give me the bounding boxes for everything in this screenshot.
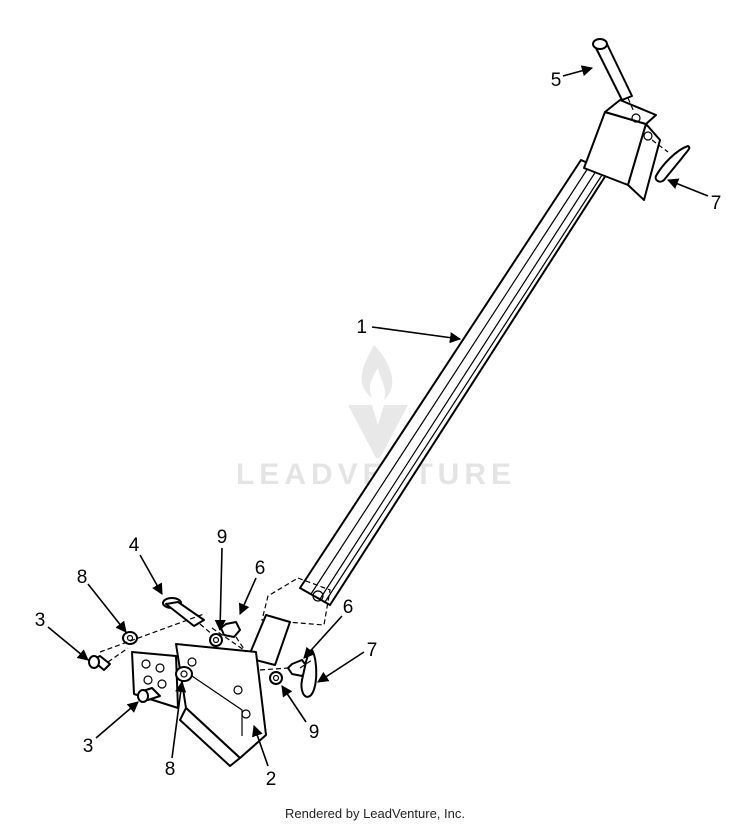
leader-lines <box>47 65 709 767</box>
callout-7-upper: 7 <box>711 193 722 214</box>
part-3-bolt-upper <box>88 647 129 671</box>
callout-6-lower: 6 <box>343 597 354 618</box>
callout-1: 1 <box>356 317 367 338</box>
part-5-pin <box>592 38 635 113</box>
callout-4: 4 <box>129 535 140 556</box>
callout-3-upper: 3 <box>35 610 46 631</box>
callout-8-upper: 8 <box>77 567 88 588</box>
callout-7-lower: 7 <box>367 640 378 661</box>
part-2-base-bracket <box>175 643 267 767</box>
part-1-tube <box>299 159 609 606</box>
callout-labels: 1 2 3 3 4 5 6 6 7 7 8 8 9 9 <box>35 70 722 790</box>
part-9-washer-upper <box>209 633 223 647</box>
callout-5: 5 <box>551 70 562 91</box>
tube-lower-end <box>247 577 331 666</box>
callout-6-upper: 6 <box>255 558 266 579</box>
part-4-clevis-pin <box>162 597 215 637</box>
upper-bracket <box>583 99 669 201</box>
callout-9-lower: 9 <box>309 722 320 743</box>
callout-9-upper: 9 <box>217 527 228 548</box>
part-7-clip-lower <box>299 649 318 698</box>
part-7-clip-upper <box>654 145 691 183</box>
footer-credit: Rendered by LeadVenture, Inc. <box>285 806 465 821</box>
callout-2: 2 <box>266 769 277 790</box>
callout-3-lower: 3 <box>83 736 94 757</box>
part-9-washer-lower <box>269 671 283 685</box>
part-8-washer-lower <box>175 666 193 682</box>
callout-8-lower: 8 <box>165 759 176 780</box>
part-3-bolt-lower <box>137 687 161 703</box>
